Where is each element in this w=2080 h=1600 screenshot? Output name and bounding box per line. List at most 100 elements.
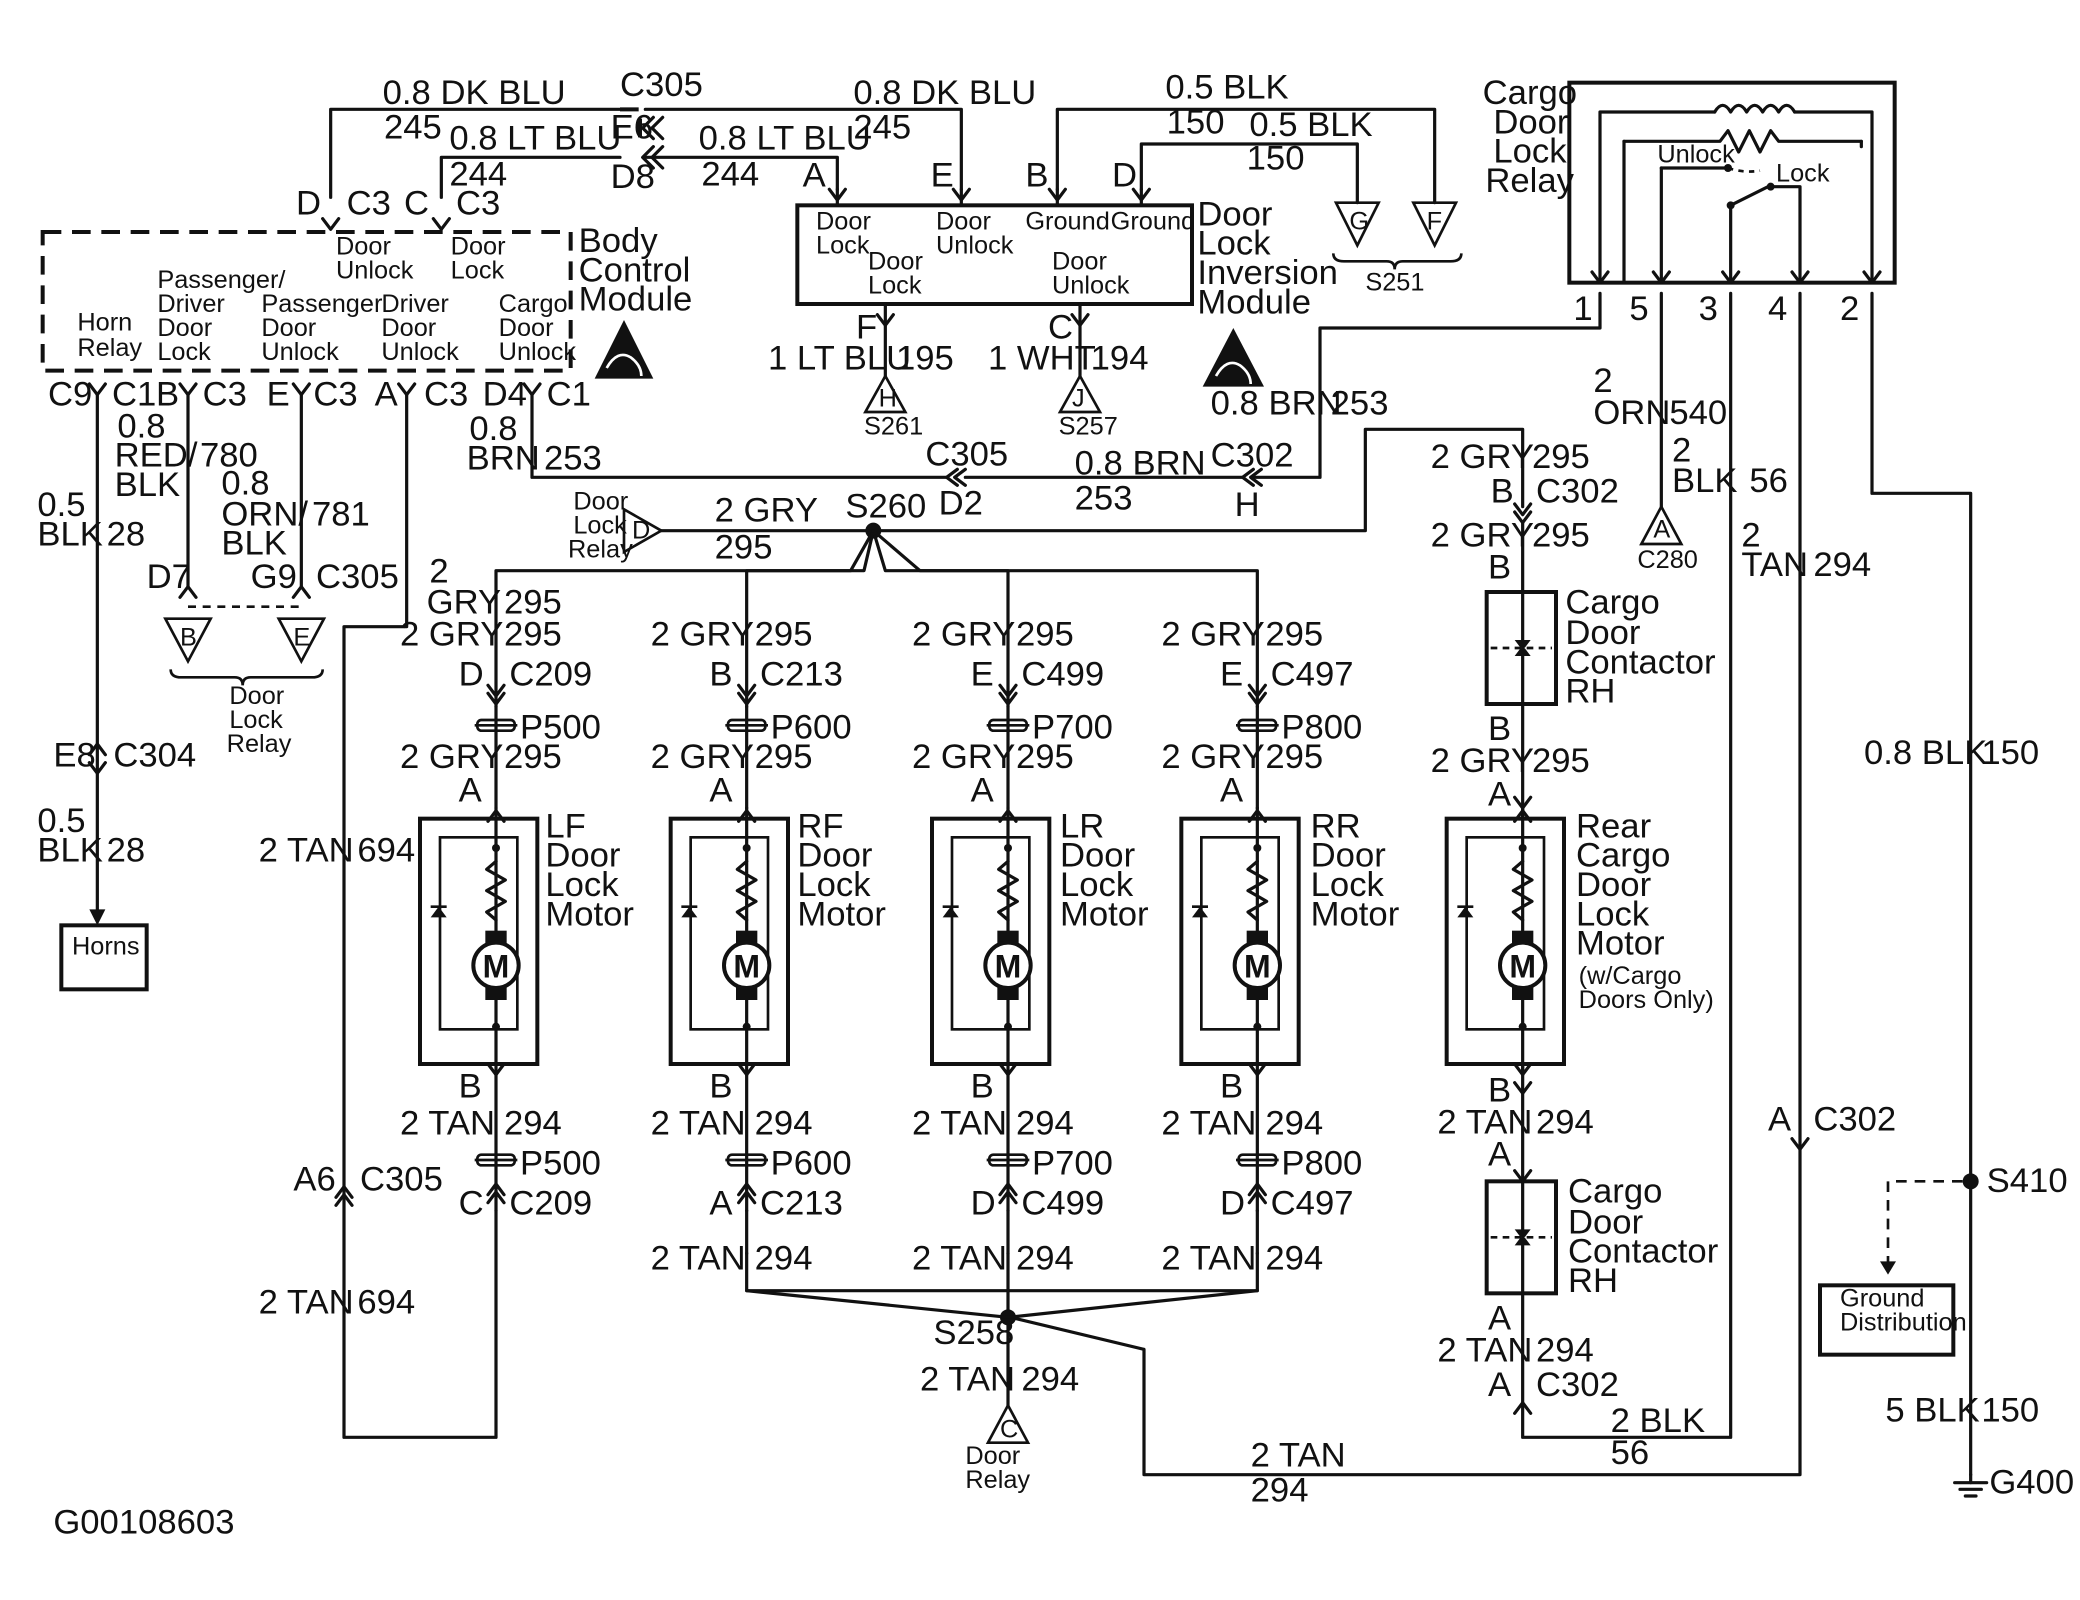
svg-text:Cargo: Cargo <box>1483 74 1577 112</box>
svg-text:5: 5 <box>1629 290 1648 328</box>
motor-note-line: (w/Cargo <box>1579 962 1682 990</box>
wire-label: P700 <box>1032 1145 1113 1183</box>
svg-text:150: 150 <box>1981 1391 2039 1429</box>
svg-text:A: A <box>1488 1299 1512 1337</box>
wire-label: P500 <box>520 1145 601 1183</box>
svg-text:E6: E6 <box>611 109 653 147</box>
wire-label: 2 TAN <box>912 1105 1007 1143</box>
svg-text:2: 2 <box>429 553 448 591</box>
svg-text:ORN: ORN <box>1593 394 1670 432</box>
wire-label: P600 <box>771 709 852 747</box>
svg-text:Relay: Relay <box>568 535 633 563</box>
svg-text:Door: Door <box>1565 614 1640 652</box>
svg-text:253: 253 <box>1331 385 1389 423</box>
motor-title-line: RF <box>797 807 843 845</box>
svg-text:Lock: Lock <box>868 271 922 299</box>
wire-label: D <box>1220 1185 1245 1223</box>
svg-text:C305: C305 <box>316 558 399 596</box>
wire-label: A <box>971 771 995 809</box>
esd-icon <box>1202 328 1264 387</box>
wire-label: 295 <box>1016 738 1074 776</box>
diagram-id: G00108603 <box>53 1503 234 1541</box>
svg-text:2 TAN: 2 TAN <box>259 831 354 869</box>
motor-symbol: M <box>733 948 760 984</box>
svg-text:2: 2 <box>1840 290 1859 328</box>
wire-label: E <box>971 655 994 693</box>
wire-label: 2 TAN <box>651 1105 746 1143</box>
svg-text:Door: Door <box>336 233 391 261</box>
svg-text:Unlock: Unlock <box>499 338 577 366</box>
svg-text:C3: C3 <box>313 375 357 413</box>
svg-text:253: 253 <box>1075 479 1133 517</box>
svg-text:2 GRY: 2 GRY <box>1431 438 1534 476</box>
wire-label: B <box>709 655 732 693</box>
svg-text:BLK: BLK <box>221 525 287 563</box>
left-side-wires: C9 C1 B C3 E C3 A C3 D4 C1 0.8 RED/ BLK … <box>37 375 1294 1439</box>
svg-text:Horn: Horn <box>77 309 132 337</box>
svg-text:C304: C304 <box>113 737 196 775</box>
svg-text:S251: S251 <box>1365 269 1424 297</box>
motor-note-line: Doors Only) <box>1579 986 1714 1014</box>
wire-label: 2 GRY <box>400 738 503 776</box>
wire-label: 2 GRY <box>1161 738 1264 776</box>
wire-label: 2 GRY <box>1161 615 1264 653</box>
svg-text:D2: D2 <box>939 485 983 523</box>
right-side-wires: 0.8 BRN 253 2 ORN 540 2 BLK 56 A C280 2 … <box>1009 291 2074 1509</box>
svg-text:150: 150 <box>1247 139 1305 177</box>
svg-text:A: A <box>1653 515 1670 543</box>
svg-text:D7: D7 <box>147 558 191 596</box>
svg-text:2 GRY: 2 GRY <box>1431 517 1534 555</box>
wire-label: 294 <box>1265 1105 1323 1143</box>
svg-text:RED/: RED/ <box>115 437 198 475</box>
motor-title-line: Lock <box>1576 895 1650 933</box>
svg-text:G400: G400 <box>1989 1463 2074 1501</box>
motor-title-line: RR <box>1311 807 1361 845</box>
wire-label: 295 <box>755 738 813 776</box>
motor-symbol: M <box>995 948 1022 984</box>
motor-title-line: Motor <box>797 895 886 933</box>
svg-text:Door: Door <box>1052 247 1107 275</box>
svg-text:C: C <box>1048 309 1073 347</box>
bcm-title: Body Control Module <box>579 222 693 319</box>
wire-label: C499 <box>1021 655 1104 693</box>
wire-label: P600 <box>771 1145 852 1183</box>
svg-text:C280: C280 <box>1637 546 1698 574</box>
svg-text:Ground: Ground <box>1840 1285 1924 1313</box>
svg-text:Cargo: Cargo <box>499 290 568 318</box>
svg-text:Lock: Lock <box>157 338 211 366</box>
svg-text:C302: C302 <box>1813 1101 1896 1139</box>
motor-symbol: M <box>483 948 510 984</box>
svg-text:Lock: Lock <box>1493 133 1567 171</box>
svg-text:194: 194 <box>1091 339 1149 377</box>
svg-text:Unlock: Unlock <box>336 257 414 285</box>
motor-title-line: LR <box>1060 807 1104 845</box>
wire-label: 2 GRY <box>912 615 1015 653</box>
svg-text:S261: S261 <box>864 413 923 441</box>
motor-symbol: M <box>1244 948 1271 984</box>
ref-j: J <box>1072 385 1085 413</box>
svg-text:Door: Door <box>965 1442 1020 1470</box>
body-control-module: D C3 C C3 Horn Relay Passenger/ Driver D… <box>40 185 693 379</box>
motor-symbol: M <box>1509 948 1536 984</box>
svg-text:Unlock: Unlock <box>261 338 339 366</box>
wire-label: P800 <box>1281 1145 1362 1183</box>
svg-text:1 LT BLU: 1 LT BLU <box>768 339 911 377</box>
wire-label: P700 <box>1032 709 1113 747</box>
svg-text:B: B <box>1488 549 1511 587</box>
svg-text:5 BLK: 5 BLK <box>1885 1391 1979 1429</box>
s251-ground-refs: G F S251 0.5 BLK 150 0.5 BLK 150 <box>1165 69 1463 297</box>
svg-text:694: 694 <box>357 831 415 869</box>
svg-text:3: 3 <box>1699 290 1718 328</box>
svg-text:Control: Control <box>579 251 691 289</box>
svg-text:Inversion: Inversion <box>1197 254 1338 292</box>
wire-label: C209 <box>509 655 592 693</box>
svg-text:Unlock: Unlock <box>1052 271 1130 299</box>
wire-label: C <box>459 1185 484 1223</box>
svg-text:Body: Body <box>579 222 659 260</box>
wire-label: 294 <box>1016 1239 1074 1277</box>
svg-text:Lock: Lock <box>816 231 870 259</box>
svg-text:A: A <box>1488 1135 1512 1173</box>
